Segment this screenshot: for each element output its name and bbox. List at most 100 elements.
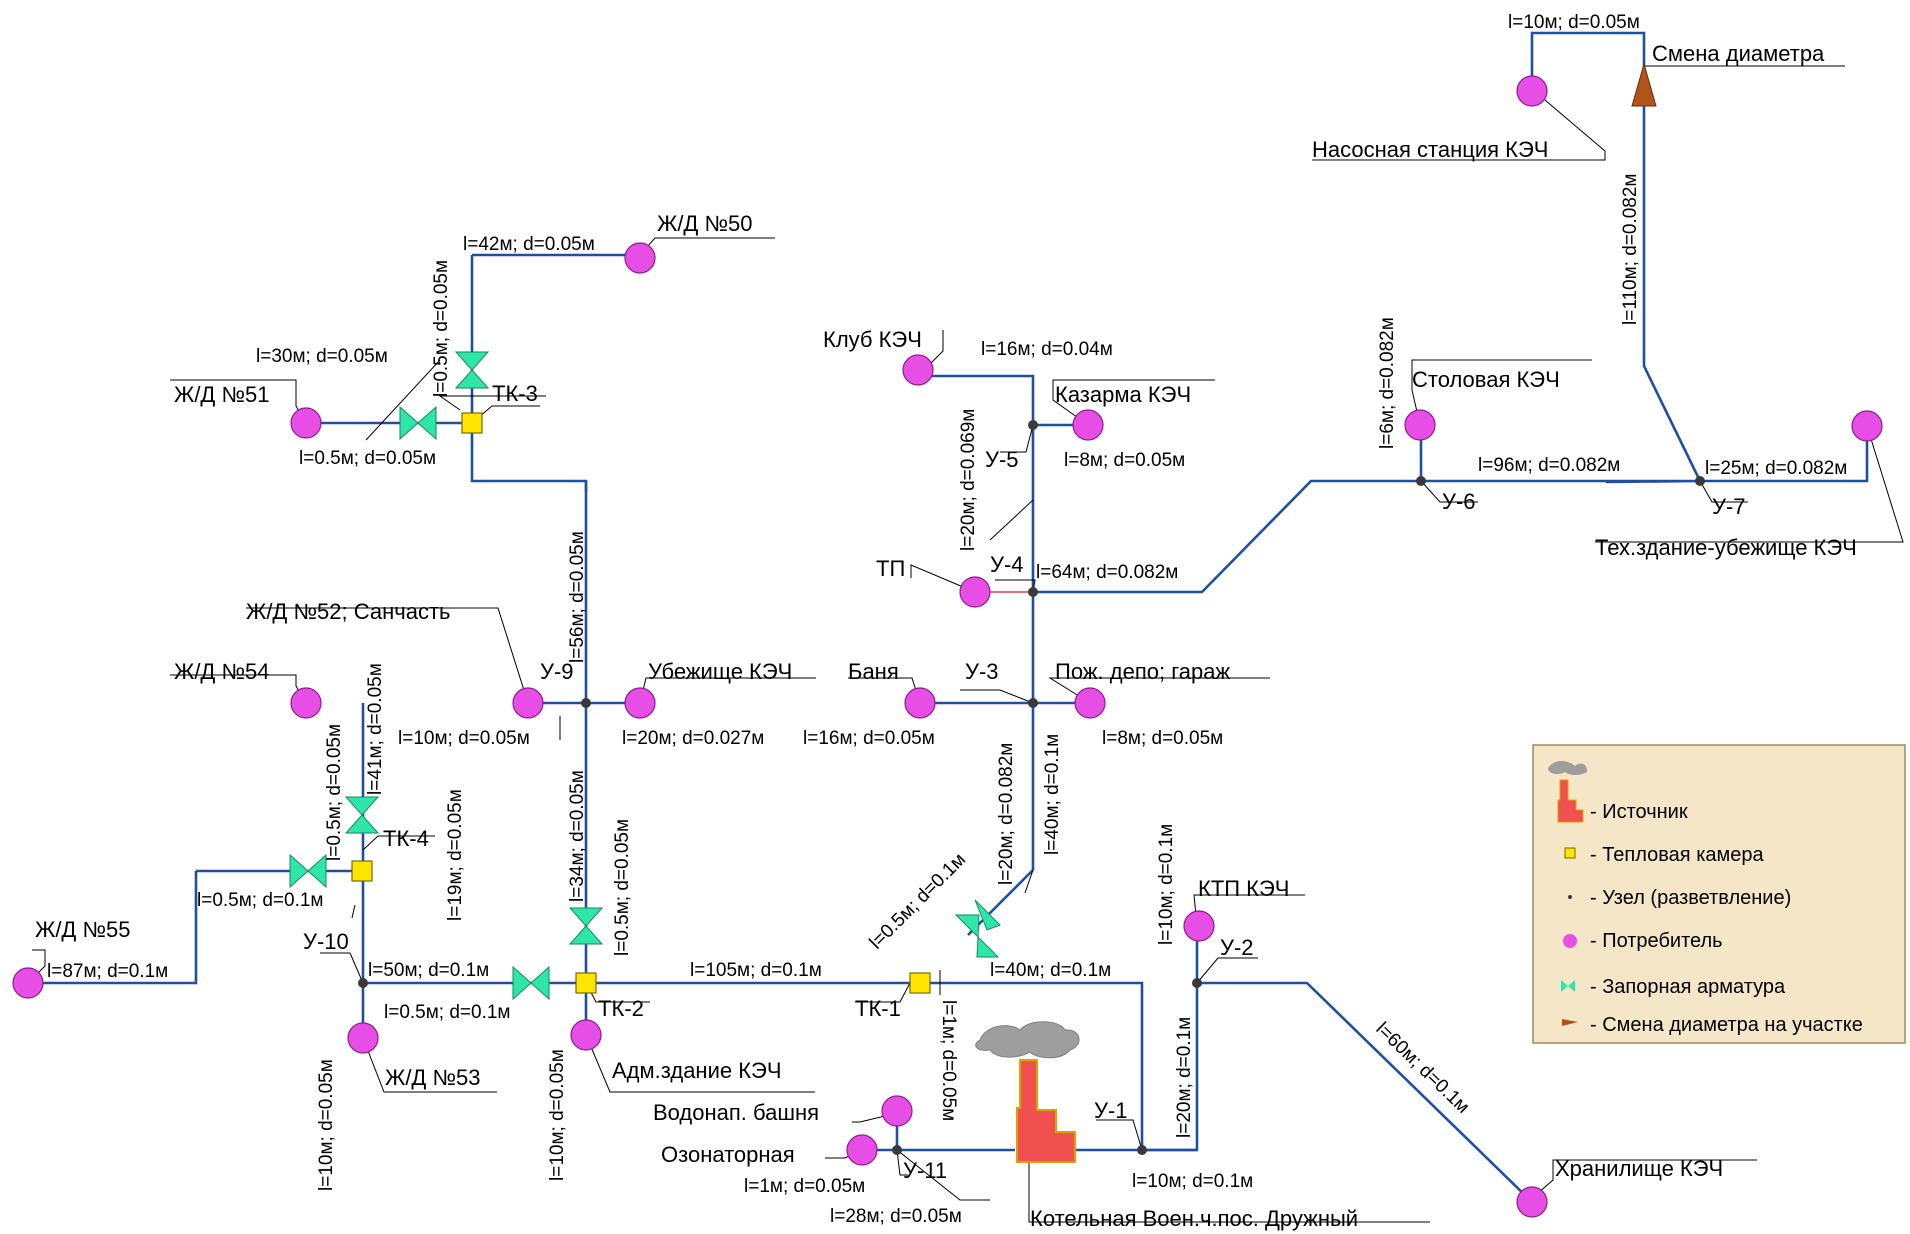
legend-consumer-icon: [1563, 934, 1577, 948]
valve-tk4-vertical[interactable]: [344, 796, 380, 834]
consumer-pozh-depo[interactable]: [1074, 687, 1106, 719]
valve-tk2-horizontal[interactable]: [512, 965, 550, 1001]
consumer-ktp[interactable]: [1183, 910, 1215, 942]
consumer-zhd54[interactable]: [290, 687, 322, 719]
seg-u4-64: l=64м; d=0.082м: [1036, 562, 1178, 583]
legend-node-icon: [1568, 895, 1572, 899]
seg-banya: l=16м; d=0.05м: [803, 728, 935, 749]
chamber-tk2[interactable]: [575, 972, 597, 994]
label-kotelnaya: Котельная Воен.ч.пос. Дружный: [1030, 1206, 1358, 1231]
valve-tk3-horizontal[interactable]: [399, 405, 437, 441]
consumer-kazarma[interactable]: [1072, 409, 1104, 441]
node-u11[interactable]: [892, 1145, 902, 1155]
consumer-zhd55[interactable]: [12, 967, 44, 999]
node-u4[interactable]: [1028, 587, 1038, 597]
label-tk4: ТК-4: [383, 826, 429, 851]
label-u6: У-6: [1442, 489, 1476, 514]
legend-node-label: - Узел (разветвление): [1590, 887, 1791, 909]
consumer-ubezhishche[interactable]: [624, 687, 656, 719]
node-u1[interactable]: [1137, 1145, 1147, 1155]
consumer-vodonap[interactable]: [881, 1095, 913, 1127]
label-zhd50: Ж/Д №50: [657, 211, 753, 236]
label-zhd53: Ж/Д №53: [385, 1065, 481, 1090]
seg-ubezhishche: l=20м; d=0.027м: [622, 728, 764, 749]
node-u10[interactable]: [358, 978, 368, 988]
chamber-tk3[interactable]: [461, 412, 483, 434]
label-u2: У-2: [1220, 935, 1254, 960]
seg-zhd53: l=10м; d=0.05м: [316, 1059, 337, 1191]
label-tk2: ТК-2: [598, 996, 644, 1021]
legend-diameter-label: - Смена диаметра на участке: [1590, 1014, 1863, 1036]
valve-tk4-horizontal[interactable]: [289, 853, 327, 889]
label-vodonap: Водонап. башня: [653, 1100, 819, 1125]
seg-tk2-vertical: l=0.5м; d=0.05м: [612, 819, 633, 956]
valve-tk2-vertical[interactable]: [568, 907, 604, 945]
seg-zhd52: l=10м; d=0.05м: [398, 728, 530, 749]
label-u9: У-9: [540, 659, 574, 684]
label-smena-diametra: Смена диаметра: [1652, 41, 1825, 66]
seg-96: l=96м; d=0.082м: [1478, 455, 1620, 476]
element-labels: ТК-3 ТК-4 ТК-2 ТК-1 У-9 У-10 У-3 У-4 У-5…: [303, 381, 1746, 1183]
legend-smoke-icon: [1548, 761, 1588, 775]
legend-diameter-icon: [1562, 1019, 1578, 1026]
seg-zhd55: l=87м; d=0.1м: [47, 961, 168, 982]
legend: - Источник - Тепловая камера - Узел (раз…: [1532, 744, 1906, 1044]
seg-u1-10: l=10м; d=0.1м: [1132, 1171, 1253, 1192]
seg-tk1-40: l=40м; d=0.1м: [990, 960, 1111, 981]
consumer-tekh-zdanie[interactable]: [1851, 410, 1883, 442]
seg-60: l=60м; d=0.1м: [1372, 1018, 1474, 1117]
consumer-adm-zdanie[interactable]: [570, 1019, 602, 1051]
legend-consumer-label: - Потребитель: [1590, 930, 1723, 952]
consumer-zhd50[interactable]: [624, 242, 656, 274]
legend-chamber-label: - Тепловая камера: [1590, 844, 1765, 866]
seg-19: l=19м; d=0.05м: [445, 789, 466, 921]
label-khranilishche: Хранилище КЭЧ: [1555, 1156, 1723, 1181]
label-ktp: КТП КЭЧ: [1198, 876, 1289, 901]
node-u2[interactable]: [1192, 978, 1202, 988]
consumer-klub[interactable]: [902, 354, 934, 386]
legend-source-label: - Источник: [1590, 801, 1688, 823]
consumer-ozonatornaya[interactable]: [846, 1134, 878, 1166]
seg-u2-20: l=20м; d=0.1м: [1174, 1017, 1195, 1138]
label-tp: ТП: [876, 556, 905, 581]
valve-tk1-diagonal[interactable]: [954, 899, 1001, 958]
chamber-tk4[interactable]: [351, 860, 373, 882]
consumer-stolovaya[interactable]: [1404, 409, 1436, 441]
node-u5[interactable]: [1028, 420, 1038, 430]
label-u11: У-11: [903, 1158, 947, 1183]
label-u4: У-4: [990, 552, 1024, 577]
seg-tk1-diagonal: l=0.5м; d=0.1м: [866, 849, 970, 953]
consumer-zhd52[interactable]: [512, 687, 544, 719]
seg-adm: l=10м; d=0.05м: [547, 1049, 568, 1181]
boiler-source-icon[interactable]: [975, 1021, 1080, 1163]
label-u5: У-5: [985, 447, 1019, 472]
node-u7[interactable]: [1695, 476, 1705, 486]
label-u10: У-10: [303, 929, 349, 954]
node-u3[interactable]: [1028, 698, 1038, 708]
seg-105: l=105м; d=0.1м: [690, 960, 822, 981]
consumer-tp[interactable]: [959, 576, 991, 608]
consumer-labels: Ж/Д №50 Ж/Д №51 Ж/Д №52; Санчасть Убежищ…: [35, 41, 1857, 1231]
legend-valve-label: - Запорная арматура: [1590, 976, 1786, 998]
node-u9[interactable]: [581, 698, 591, 708]
chamber-tk1[interactable]: [909, 972, 931, 994]
consumer-nasosnaya[interactable]: [1516, 75, 1548, 107]
consumer-khranilishche[interactable]: [1516, 1186, 1548, 1218]
seg-klub: l=16м; d=0.04м: [981, 339, 1113, 360]
valve-tk3-vertical[interactable]: [454, 351, 490, 389]
heat-chambers: [351, 412, 931, 994]
seg-tk3-horizontal: l=0.5м; d=0.05м: [299, 448, 436, 469]
seg-56: l=56м; d=0.05м: [567, 531, 588, 663]
seg-zhd50: l=42м; d=0.05м: [463, 234, 595, 255]
node-u6[interactable]: [1416, 476, 1426, 486]
seg-zhd54: l=41м; d=0.05м: [365, 663, 386, 795]
consumer-banya[interactable]: [904, 687, 936, 719]
label-u1: У-1: [1094, 1098, 1128, 1123]
seg-depo: l=8м; d=0.05м: [1102, 728, 1223, 749]
diameter-change-marker[interactable]: [1631, 62, 1657, 107]
valves: [289, 351, 1001, 1001]
label-banya: Баня: [848, 659, 899, 684]
consumer-zhd51[interactable]: [290, 407, 322, 439]
consumers: [12, 75, 1883, 1218]
consumer-zhd53[interactable]: [347, 1022, 379, 1054]
